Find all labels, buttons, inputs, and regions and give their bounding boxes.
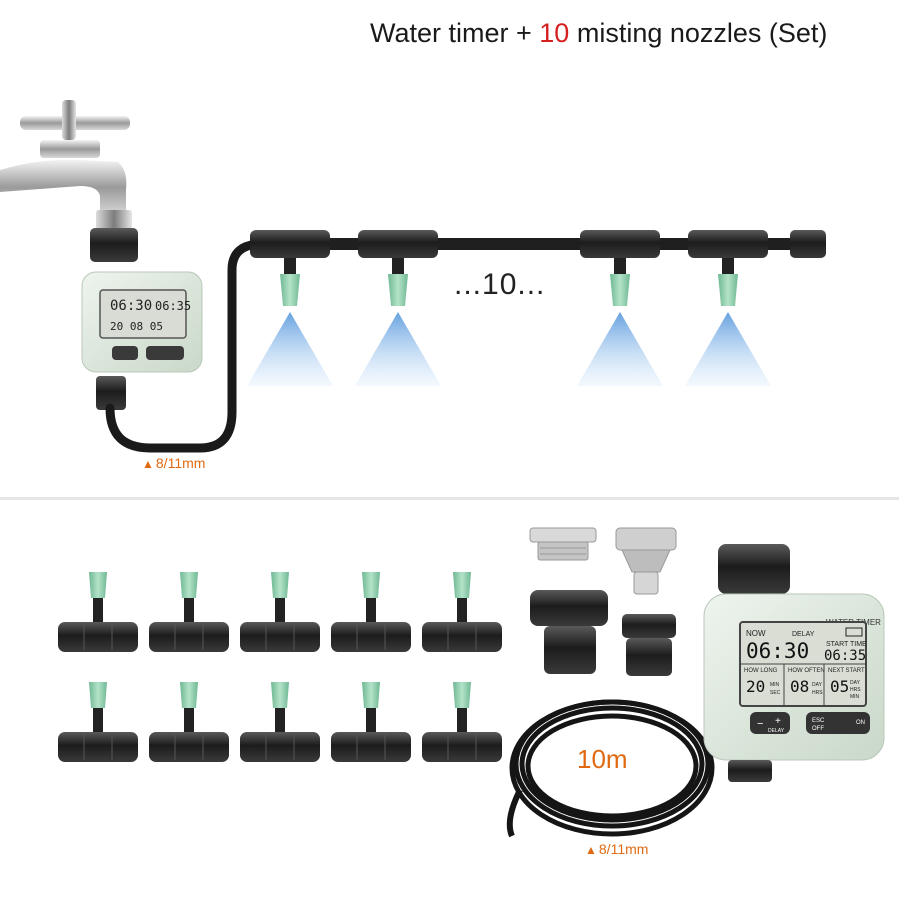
section-divider xyxy=(0,497,899,500)
svg-text:−: − xyxy=(757,718,763,730)
nozzle-tee-2 xyxy=(358,230,438,306)
loose-nozzle-6 xyxy=(58,682,138,762)
svg-text:HRS: HRS xyxy=(812,690,823,696)
nozzle-count-label: ...10... xyxy=(454,268,546,301)
svg-text:START TIME: START TIME xyxy=(826,641,867,648)
threaded-adapter xyxy=(529,527,597,561)
tap-connector xyxy=(615,527,677,595)
water-timer-top: 06:30 06:35 20 08 05 xyxy=(81,228,203,410)
svg-text:DAY: DAY xyxy=(850,680,861,686)
nozzle-count-highlight: 10 xyxy=(539,18,570,48)
svg-text:DAY: DAY xyxy=(812,682,823,688)
triangle-icon: ▲ xyxy=(142,457,154,471)
water-timer-bottom: WATER TIMER NOW DELAY 06:30 START TIME 0… xyxy=(703,544,885,782)
nozzle-tee-1 xyxy=(250,230,330,306)
tube-spec-top: ▲8/11mm xyxy=(142,455,206,471)
loose-nozzle-5 xyxy=(422,572,502,652)
spray-cone-3 xyxy=(577,312,663,386)
svg-text:08: 08 xyxy=(790,677,809,696)
svg-text:OFF: OFF xyxy=(812,726,824,732)
svg-text:ON: ON xyxy=(856,720,865,726)
svg-text:06:35: 06:35 xyxy=(824,648,866,664)
triangle-icon: ▲ xyxy=(585,843,597,857)
spray-cone-1 xyxy=(247,312,333,386)
spray-cone-2 xyxy=(355,312,441,386)
loose-nozzle-4 xyxy=(331,572,411,652)
svg-text:DELAY: DELAY xyxy=(768,728,785,734)
loose-nozzle-9 xyxy=(331,682,411,762)
svg-text:06:30: 06:30 xyxy=(746,639,809,663)
svg-text:NEXT START: NEXT START xyxy=(828,668,865,674)
nozzle-grid xyxy=(58,572,502,762)
svg-text:ESC: ESC xyxy=(812,718,825,724)
spray-cone-4 xyxy=(685,312,771,386)
hose-coupler xyxy=(622,614,676,676)
loose-nozzle-8 xyxy=(240,682,320,762)
svg-text:MIN: MIN xyxy=(770,682,780,688)
tube-length-label: 10m xyxy=(577,744,628,774)
svg-text:20 08 05: 20 08 05 xyxy=(110,320,163,333)
loose-nozzle-7 xyxy=(149,682,229,762)
svg-text:MIN: MIN xyxy=(850,694,860,700)
faucet-icon xyxy=(0,100,132,232)
end-plug xyxy=(790,230,826,258)
tube-coil xyxy=(506,699,715,838)
svg-text:DELAY: DELAY xyxy=(792,631,815,638)
svg-text:05: 05 xyxy=(830,677,849,696)
svg-text:HOW OFTEN: HOW OFTEN xyxy=(788,668,825,674)
quick-connector xyxy=(530,590,608,674)
svg-text:06:30: 06:30 xyxy=(110,298,152,314)
loose-nozzle-1 xyxy=(58,572,138,652)
svg-text:HRS: HRS xyxy=(850,687,861,693)
svg-text:NOW: NOW xyxy=(746,629,766,638)
loose-nozzle-2 xyxy=(149,572,229,652)
page-title: Water timer + 10 misting nozzles (Set) xyxy=(370,18,828,48)
svg-text:06:35: 06:35 xyxy=(155,299,191,313)
svg-text:+: + xyxy=(775,716,781,727)
tube-spec-bottom: ▲8/11mm xyxy=(585,841,649,857)
svg-text:HOW LONG: HOW LONG xyxy=(744,668,778,674)
loose-nozzle-3 xyxy=(240,572,320,652)
svg-text:20: 20 xyxy=(746,677,765,696)
loose-nozzle-10 xyxy=(422,682,502,762)
nozzle-tee-4 xyxy=(688,230,768,306)
hose-line xyxy=(105,239,267,453)
nozzle-tee-3 xyxy=(580,230,660,306)
svg-text:SEC: SEC xyxy=(770,690,781,696)
